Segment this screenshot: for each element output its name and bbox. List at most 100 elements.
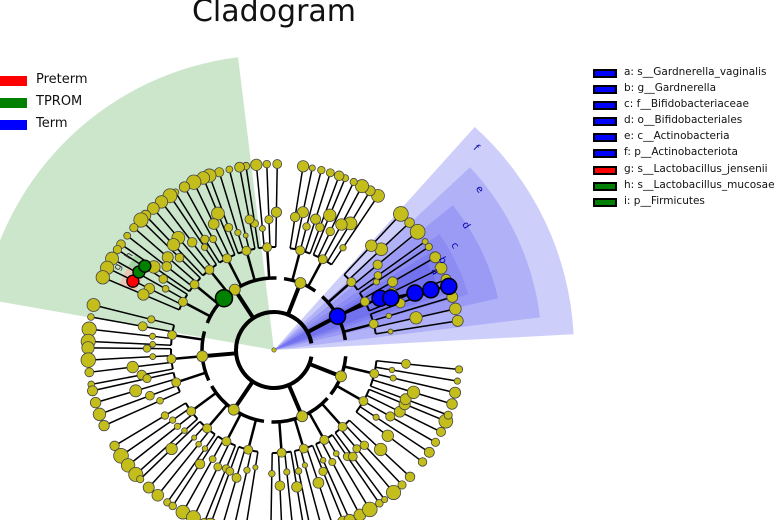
node xyxy=(228,283,241,296)
branch xyxy=(326,437,371,510)
legend-label: Preterm xyxy=(36,72,88,87)
node xyxy=(244,214,255,225)
leaf-node xyxy=(262,159,271,169)
branch xyxy=(353,231,419,286)
branch xyxy=(331,434,380,504)
node xyxy=(171,377,182,388)
branch xyxy=(169,195,218,266)
leaf-node xyxy=(84,367,95,378)
branch xyxy=(359,246,430,294)
legend-swatch xyxy=(593,149,617,159)
branch xyxy=(182,439,225,513)
sector-letter-f: f xyxy=(471,143,482,154)
branch xyxy=(166,433,216,503)
leaf-node xyxy=(430,437,441,447)
node xyxy=(156,396,164,405)
node xyxy=(359,440,370,450)
node xyxy=(385,312,392,320)
leaf-node xyxy=(112,244,123,255)
leaf-node xyxy=(453,377,461,385)
leaf-node xyxy=(429,251,442,264)
branch xyxy=(317,181,355,258)
node xyxy=(291,481,303,493)
branch xyxy=(218,172,245,252)
leaf-node xyxy=(333,170,345,181)
node xyxy=(208,455,217,464)
node xyxy=(358,396,369,407)
node xyxy=(200,234,210,244)
leaf-node xyxy=(317,165,326,175)
branch xyxy=(111,257,185,301)
leaf-node xyxy=(80,352,96,368)
leaf-node xyxy=(225,165,234,174)
branch xyxy=(266,164,271,248)
node xyxy=(315,222,325,232)
tprom-node-h2 xyxy=(138,259,152,273)
leaf-node xyxy=(454,365,464,374)
term-node-b xyxy=(422,281,440,299)
legend-label: d: o__Bifidobacteriales xyxy=(624,114,743,127)
leaf-node xyxy=(272,159,283,169)
node xyxy=(161,251,174,264)
branch xyxy=(339,428,395,493)
branch xyxy=(293,450,310,520)
node xyxy=(262,242,273,253)
node xyxy=(317,254,328,265)
ring-arc xyxy=(234,310,314,390)
leaf-node xyxy=(386,484,402,501)
leaf-node xyxy=(89,396,102,409)
node xyxy=(372,278,380,286)
leaf-node xyxy=(87,313,95,321)
leaf-node xyxy=(421,238,429,245)
branch xyxy=(91,368,173,386)
node xyxy=(335,218,348,231)
leaf-node xyxy=(417,457,428,467)
branch xyxy=(88,354,172,361)
node xyxy=(173,422,182,430)
leaf-node xyxy=(297,160,310,173)
branch xyxy=(343,365,375,375)
legend-label: e: c__Actinobacteria xyxy=(624,130,730,143)
sector-letter-d: d xyxy=(459,220,472,231)
tprom-node-i xyxy=(214,288,234,308)
node xyxy=(142,344,152,353)
node xyxy=(335,370,347,383)
branch xyxy=(88,340,172,346)
legend-swatch xyxy=(593,69,617,78)
leaf-node xyxy=(436,426,446,437)
node xyxy=(252,464,259,471)
node xyxy=(196,350,209,363)
leaf-node xyxy=(151,489,165,502)
node xyxy=(302,222,311,231)
sector-letter-b: b xyxy=(436,255,449,266)
node xyxy=(296,410,309,423)
branch xyxy=(335,384,365,403)
node xyxy=(264,214,274,225)
node xyxy=(323,208,337,222)
branch xyxy=(92,371,174,392)
node xyxy=(274,480,286,491)
leaf-node xyxy=(178,181,191,193)
leaf-node xyxy=(397,480,407,490)
branch xyxy=(225,413,242,442)
node xyxy=(310,213,322,225)
branch xyxy=(311,445,344,520)
leaf-node xyxy=(147,202,160,215)
branch xyxy=(90,316,173,333)
branch xyxy=(99,384,178,415)
sector-letter-c: c xyxy=(448,241,460,251)
chart-title: Cladogram xyxy=(191,0,357,29)
node xyxy=(211,206,225,221)
node xyxy=(129,384,143,398)
legend-swatch xyxy=(593,181,617,191)
node xyxy=(243,444,254,455)
branch xyxy=(291,250,302,281)
node xyxy=(224,222,234,233)
node xyxy=(167,330,177,340)
branch xyxy=(204,445,237,520)
node xyxy=(319,456,327,464)
sector-i xyxy=(0,57,274,350)
branch xyxy=(265,247,271,279)
branch xyxy=(278,421,283,453)
node xyxy=(328,458,337,467)
